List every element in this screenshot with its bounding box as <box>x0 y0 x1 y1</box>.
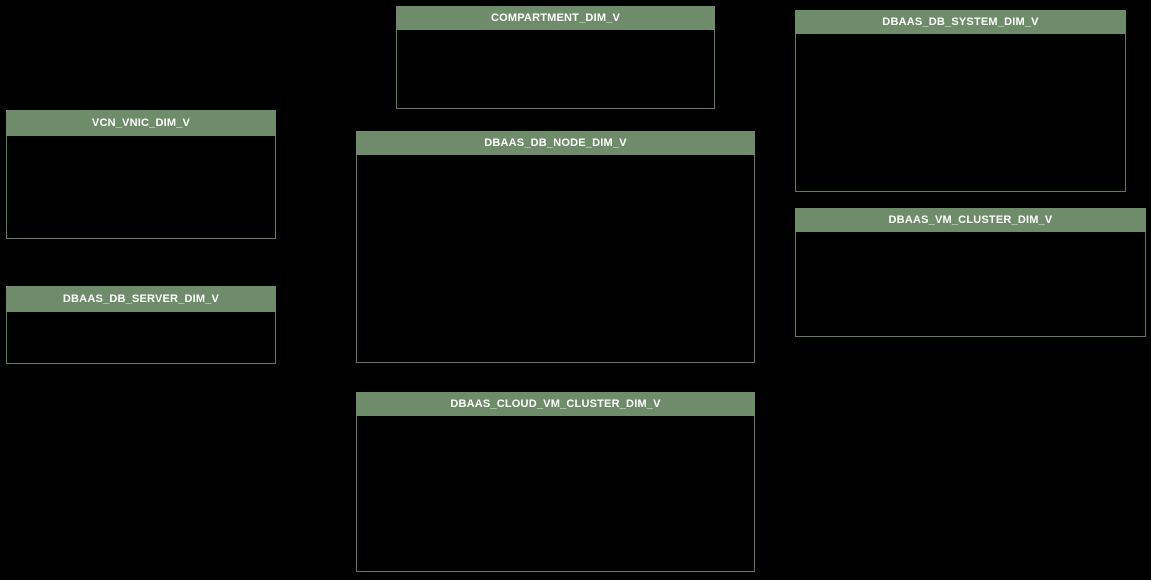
entity-header-compartment-dim-v[interactable]: COMPARTMENT_DIM_V <box>396 6 715 30</box>
entity-header-dbaas-vm-cluster-dim-v[interactable]: DBAAS_VM_CLUSTER_DIM_V <box>795 208 1146 232</box>
attribute-list <box>397 30 714 34</box>
attribute-list <box>357 155 754 159</box>
attribute-list <box>7 312 275 316</box>
attribute-list <box>796 34 1125 38</box>
attribute-list <box>7 136 275 140</box>
entity-body-dbaas-db-server-dim-v <box>6 312 276 364</box>
entity-body-dbaas-db-node-dim-v <box>356 155 755 363</box>
entity-dbaas-db-system-dim-v[interactable]: DBAAS_DB_SYSTEM_DIM_V <box>795 10 1126 192</box>
entity-dbaas-vm-cluster-dim-v[interactable]: DBAAS_VM_CLUSTER_DIM_V <box>795 208 1146 337</box>
entity-dbaas-db-server-dim-v[interactable]: DBAAS_DB_SERVER_DIM_V <box>6 286 276 364</box>
entity-header-dbaas-db-node-dim-v[interactable]: DBAAS_DB_NODE_DIM_V <box>356 131 755 155</box>
entity-header-dbaas-db-server-dim-v[interactable]: DBAAS_DB_SERVER_DIM_V <box>6 286 276 312</box>
entity-body-dbaas-db-system-dim-v <box>795 34 1126 192</box>
entity-body-compartment-dim-v <box>396 30 715 109</box>
entity-body-vcn-vnic-dim-v <box>6 136 276 239</box>
attribute-list <box>357 416 754 420</box>
entity-dbaas-cloud-vm-cluster-dim-v[interactable]: DBAAS_CLOUD_VM_CLUSTER_DIM_V <box>356 392 755 572</box>
entity-compartment-dim-v[interactable]: COMPARTMENT_DIM_V <box>396 6 715 109</box>
entity-vcn-vnic-dim-v[interactable]: VCN_VNIC_DIM_V <box>6 110 276 239</box>
attribute-list <box>796 232 1145 236</box>
entity-header-dbaas-db-system-dim-v[interactable]: DBAAS_DB_SYSTEM_DIM_V <box>795 10 1126 34</box>
entity-body-dbaas-vm-cluster-dim-v <box>795 232 1146 337</box>
entity-dbaas-db-node-dim-v[interactable]: DBAAS_DB_NODE_DIM_V <box>356 131 755 363</box>
entity-body-dbaas-cloud-vm-cluster-dim-v <box>356 416 755 572</box>
entity-header-vcn-vnic-dim-v[interactable]: VCN_VNIC_DIM_V <box>6 110 276 136</box>
entity-header-dbaas-cloud-vm-cluster-dim-v[interactable]: DBAAS_CLOUD_VM_CLUSTER_DIM_V <box>356 392 755 416</box>
